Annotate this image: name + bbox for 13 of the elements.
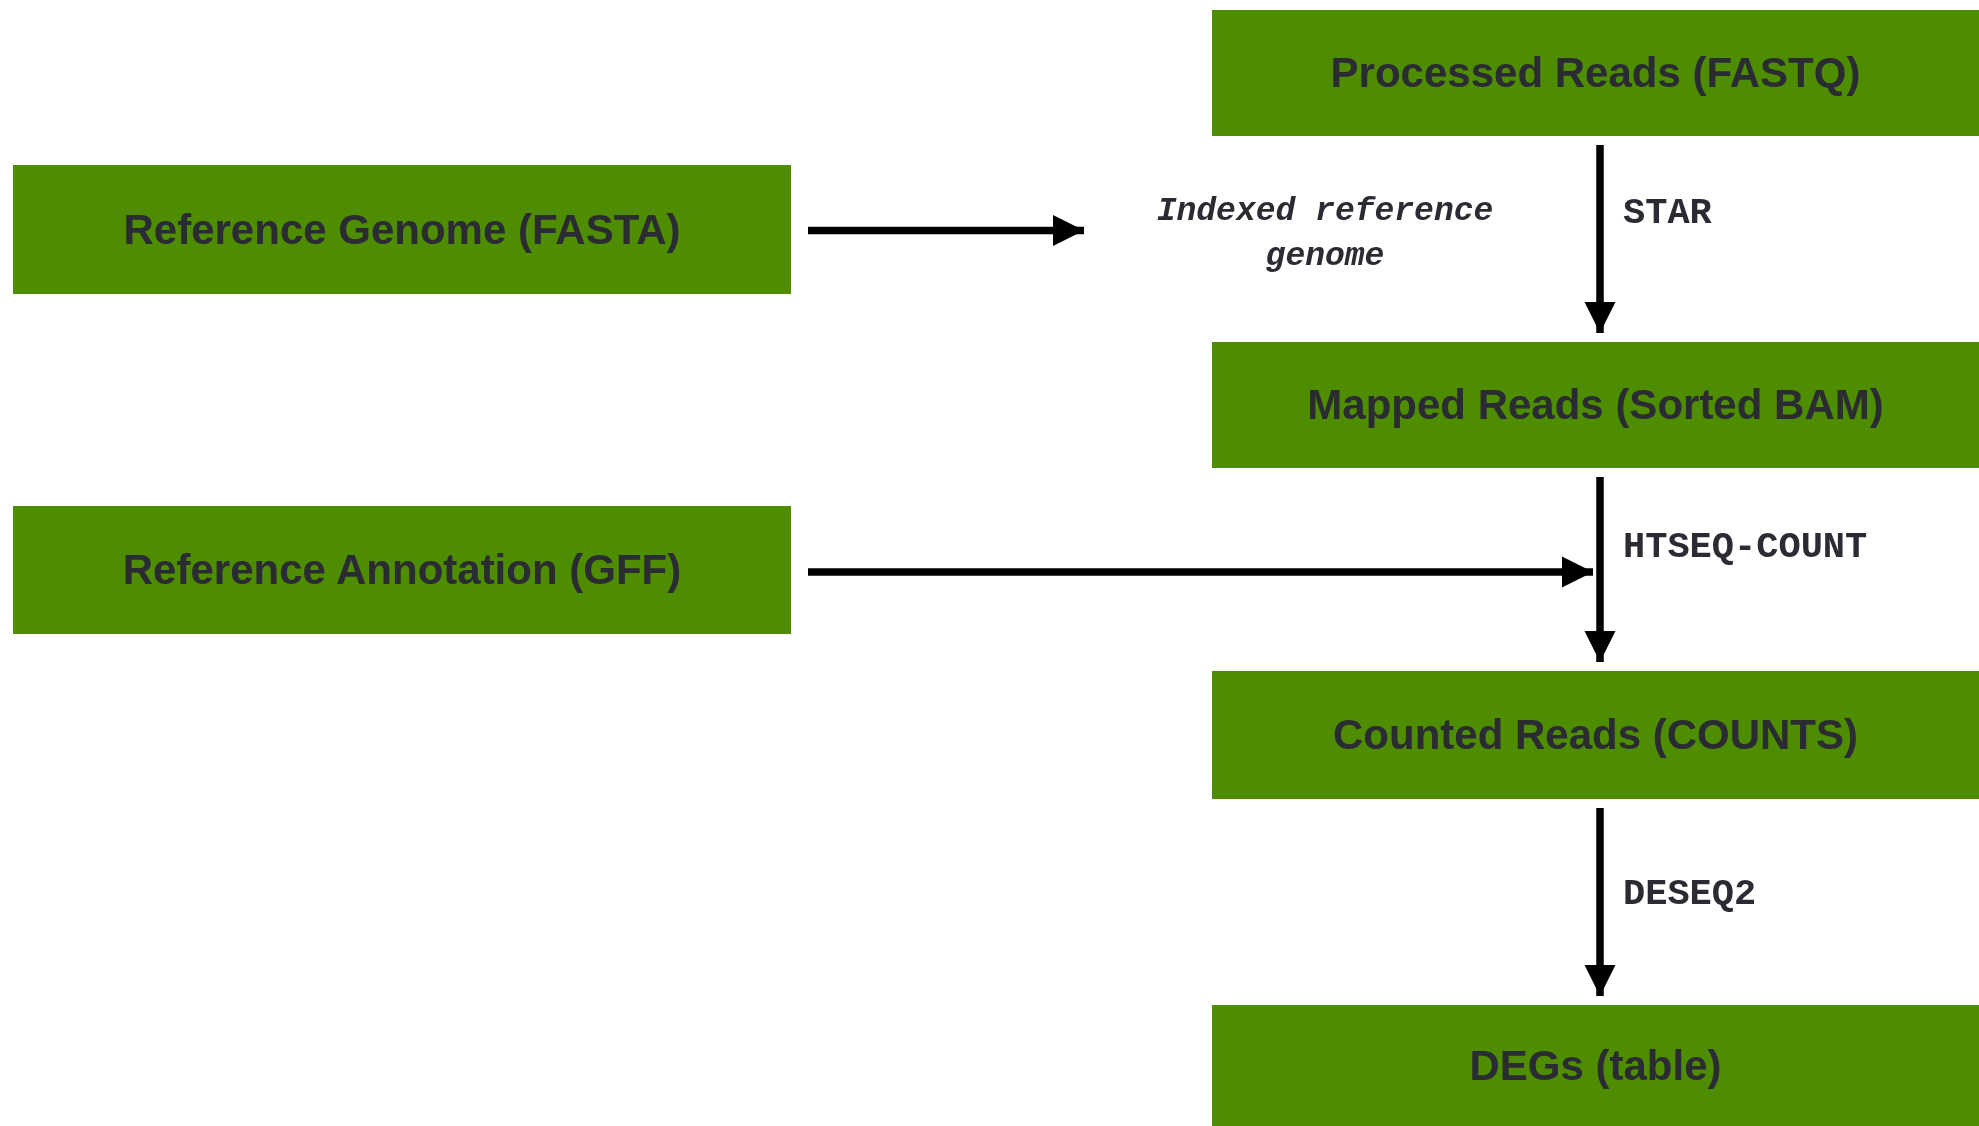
box-label: Reference Genome (FASTA) xyxy=(123,205,681,254)
box-label: Processed Reads (FASTQ) xyxy=(1330,49,1861,97)
process-box xyxy=(1212,10,1979,136)
box-label: Reference Annotation (GFF) xyxy=(122,546,682,594)
process-box xyxy=(1212,342,1979,468)
box-label: Counted Reads (COUNTS) xyxy=(1333,711,1858,759)
process-box xyxy=(13,165,791,294)
box-label: Mapped Reads (Sorted BAM) xyxy=(1307,381,1884,429)
box-label: DEGs (table) xyxy=(1469,1041,1722,1090)
process-box xyxy=(13,506,791,634)
process-box xyxy=(1212,671,1979,799)
output-label: Indexed reference genome xyxy=(1155,192,1495,277)
process-box xyxy=(1212,1005,1979,1126)
